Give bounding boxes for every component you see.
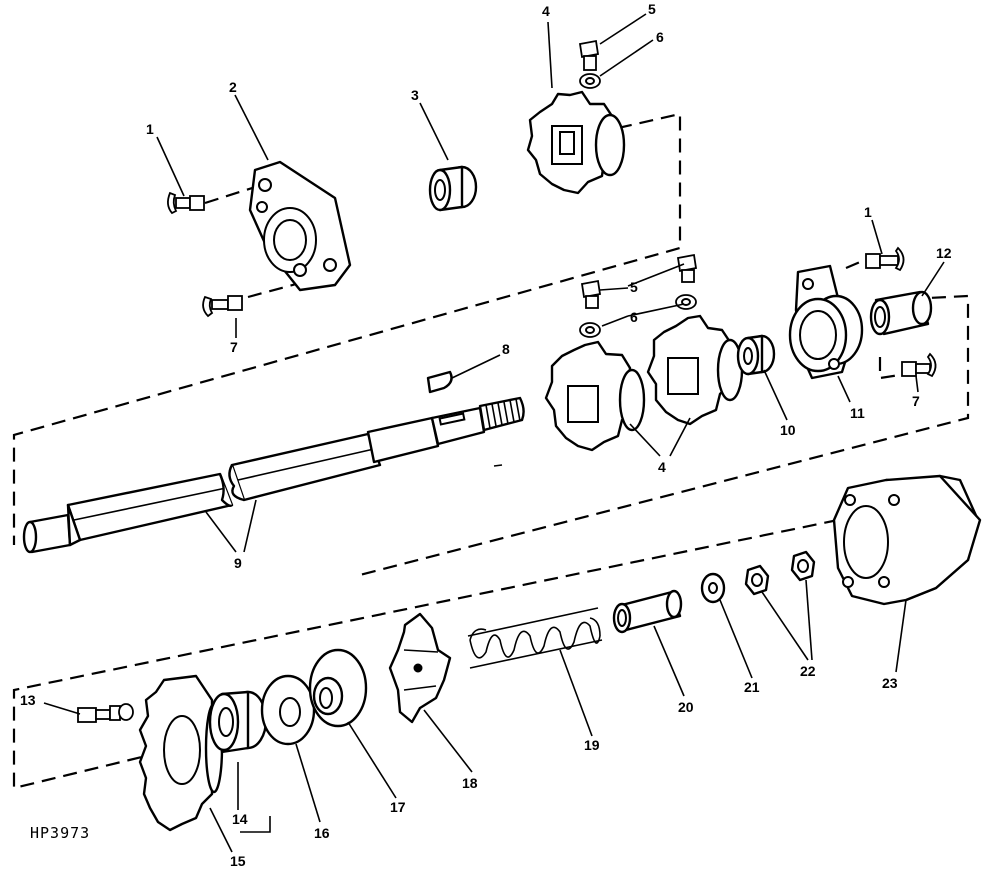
- callout-6-top: 6: [656, 29, 664, 45]
- callout-6-middle: 6: [630, 309, 638, 325]
- callout-10: 10: [780, 422, 796, 438]
- part-15-large-sprocket: [138, 674, 224, 832]
- callout-23: 23: [882, 675, 898, 691]
- part-7-carriage-bolt-right: [901, 352, 937, 378]
- callout-labels: 1 2 3 4 5 6 7 8 5 6 1 12 4 10 11 7 9 13 …: [20, 1, 952, 869]
- part-1-carriage-bolt-right: [865, 246, 905, 272]
- callout-4-top: 4: [542, 3, 550, 19]
- callout-21: 21: [744, 679, 760, 695]
- stray-mark: [493, 464, 503, 467]
- part-1-carriage-bolt-left: [167, 191, 205, 215]
- callout-8: 8: [502, 341, 510, 357]
- callout-11: 11: [850, 405, 865, 421]
- part-3-bushing: [428, 165, 478, 212]
- part-6-nut-top: [579, 73, 601, 89]
- callout-12: 12: [936, 245, 952, 261]
- part-2-flange-plate: [248, 160, 352, 292]
- callout-1-right: 1: [864, 204, 872, 220]
- part-20-sleeve: [612, 589, 683, 634]
- part-4-sprocket-left: [544, 340, 646, 452]
- part-12-sleeve: [869, 290, 933, 336]
- part-4-sprocket-top: [526, 90, 626, 195]
- callout-19: 19: [584, 737, 600, 753]
- callout-2: 2: [229, 79, 237, 95]
- part-19-spring: [467, 607, 603, 669]
- part-8-woodruff-key: [426, 370, 453, 394]
- part-21-washer: [700, 572, 726, 604]
- part-14-hub: [208, 690, 268, 754]
- callout-16: 16: [314, 825, 330, 841]
- part-16-washer: [260, 674, 316, 746]
- part-17-cone-plate: [308, 648, 368, 728]
- callout-17: 17: [390, 799, 406, 815]
- part-4-sprocket-right: [646, 314, 744, 426]
- part-23-shield-housing: [832, 474, 982, 606]
- part-5-bolt-top: [578, 39, 600, 71]
- part-13-bolt: [77, 703, 134, 723]
- callout-1-upper-left: 1: [146, 121, 154, 137]
- part-7-carriage-bolt-left: [202, 295, 243, 318]
- part-18-clutch-dog: [388, 612, 452, 724]
- callout-7-right: 7: [912, 393, 920, 409]
- part-5-bolts-middle: [580, 253, 698, 309]
- part-11-flange-bearing-right: [788, 264, 864, 380]
- callout-18: 18: [462, 775, 478, 791]
- part-6-nuts-middle: [579, 294, 697, 338]
- callout-7-left: 7: [230, 339, 238, 355]
- drawing-code: HP3973: [30, 824, 90, 842]
- callout-9: 9: [234, 555, 242, 571]
- callout-14: 14: [232, 811, 248, 827]
- callout-5-top: 5: [648, 1, 656, 17]
- callout-20: 20: [678, 699, 694, 715]
- callout-15: 15: [230, 853, 246, 869]
- callout-3: 3: [411, 87, 419, 103]
- callout-4-middle: 4: [658, 459, 666, 475]
- callout-13: 13: [20, 692, 36, 708]
- callout-5-middle: 5: [630, 279, 638, 295]
- callout-22: 22: [800, 663, 816, 679]
- callout-leader-lines: [43, 13, 945, 853]
- part-22-nuts: [744, 550, 816, 596]
- part-9-hex-shaft: [22, 396, 525, 554]
- alignment-dashed-lines: [12, 112, 970, 790]
- part-10-collar: [736, 334, 776, 376]
